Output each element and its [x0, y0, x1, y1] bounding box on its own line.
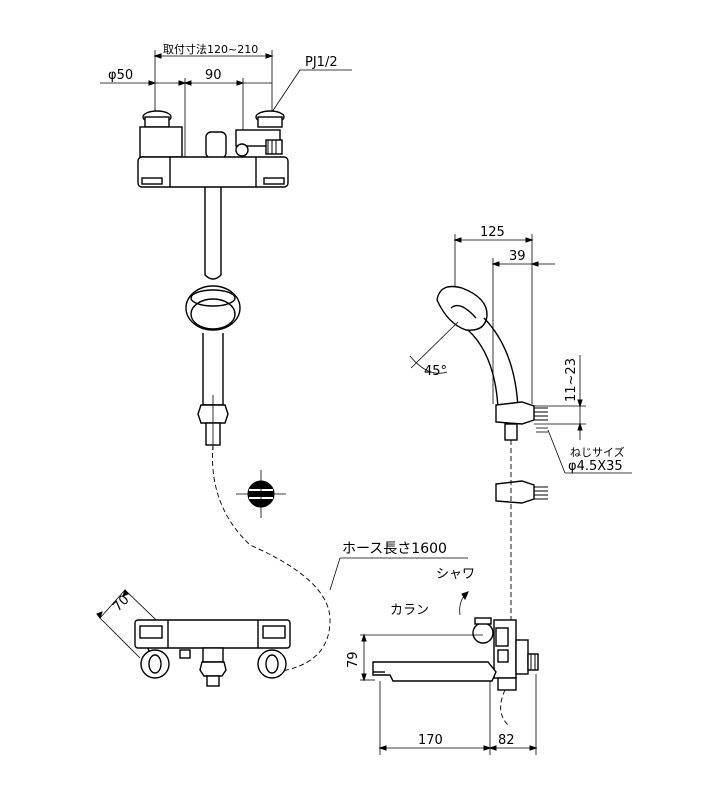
spout-label: カラン [390, 603, 429, 618]
depth-label: 70 [110, 593, 132, 615]
mount-dimension-label: 取付寸法120~210 [163, 42, 258, 56]
screw-title: ねじサイズ [570, 445, 625, 459]
angle-label: 45° [424, 364, 447, 379]
hose-length-label: ホース長さ1600 [342, 541, 447, 557]
body-depth-label: 82 [498, 733, 515, 748]
head-width-label: 125 [480, 225, 505, 240]
spout-length-label: 170 [418, 733, 443, 748]
plan-view: 70 [96, 588, 291, 687]
height-label: 79 [346, 651, 361, 668]
shower-label: シャワ [436, 567, 475, 582]
bottom-view: ホース長さ1600 シャワ カラン 79 [329, 541, 539, 755]
front-view: 取付寸法120~210 φ50 90 PJ1/2 [100, 42, 352, 518]
pitch-label: 90 [205, 68, 222, 83]
side-view: 125 39 45° 11~23 ね [409, 225, 632, 620]
offset-label: 39 [509, 249, 526, 264]
diameter-label: φ50 [108, 68, 133, 83]
pipe-thread-label: PJ1/2 [305, 55, 338, 70]
screw-size-label: φ4.5X35 [568, 459, 623, 474]
bracket-range-label: 11~23 [564, 358, 579, 402]
